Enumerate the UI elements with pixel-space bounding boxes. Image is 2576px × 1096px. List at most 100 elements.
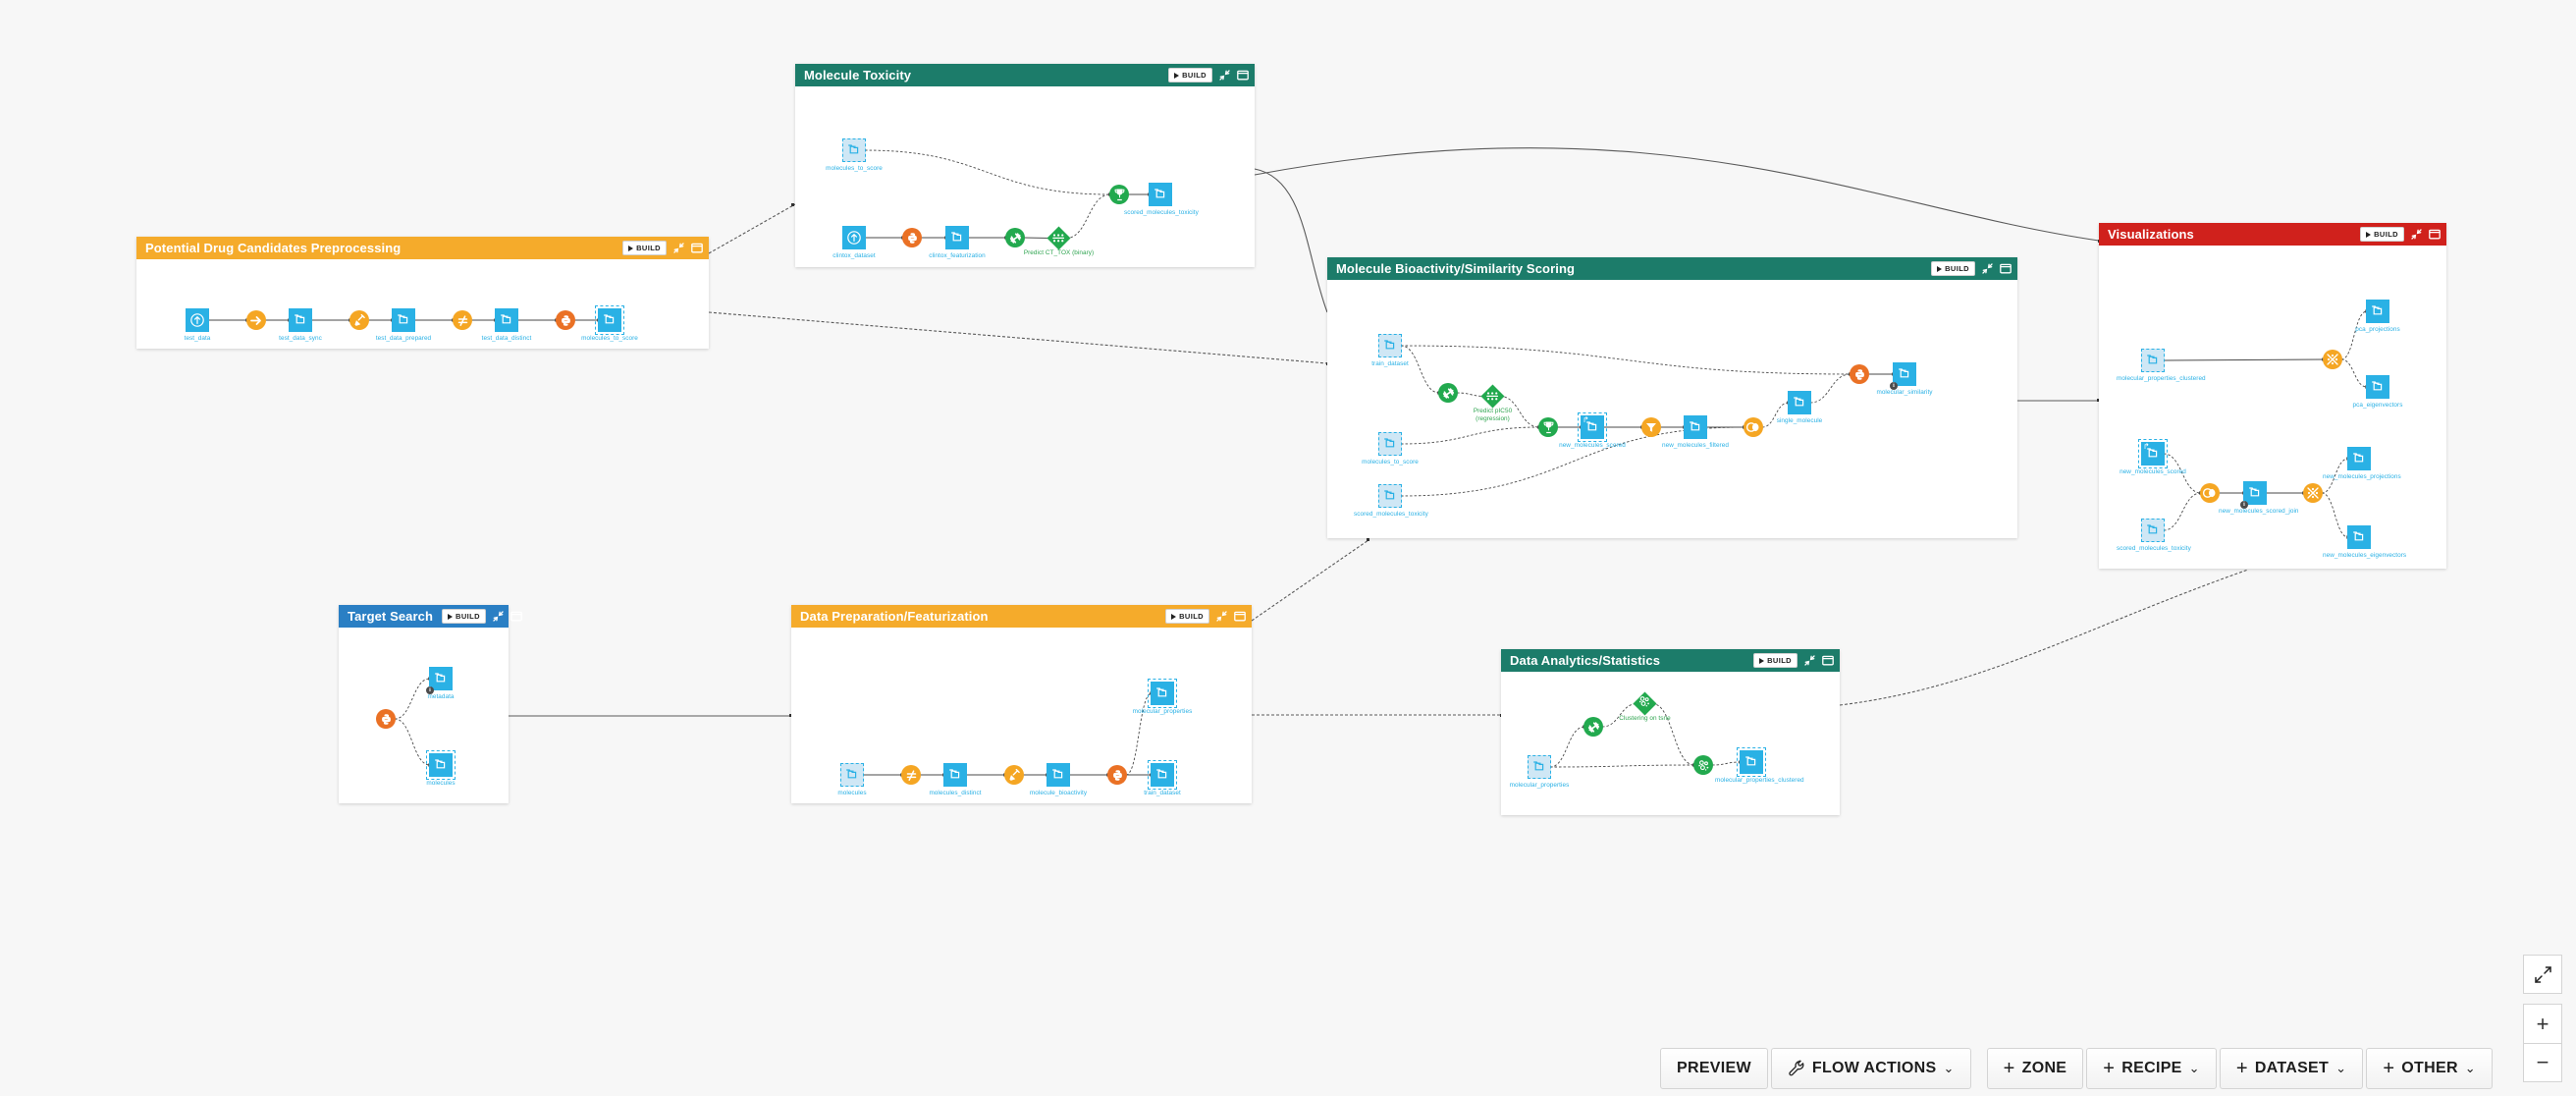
flow-node-recipe[interactable] xyxy=(1538,417,1558,437)
flow-node-dataset-scored_molecules_toxicity[interactable]: scored_molecules_toxicity xyxy=(1124,183,1199,216)
zone-build-button[interactable]: BUILD xyxy=(1165,609,1209,624)
flow-node-dataset-new_molecules_filtered[interactable]: new_molecules_filtered xyxy=(1662,415,1729,449)
zone-expand-button[interactable] xyxy=(510,611,522,622)
zone-collapse-button[interactable] xyxy=(2411,229,2422,240)
flow-node-model-Predict pIC50 (regression)[interactable]: Predict pIC50 (regression) xyxy=(1474,384,1512,422)
zone-expand-button[interactable] xyxy=(1237,70,1249,81)
zone-collapse-button[interactable] xyxy=(1804,655,1815,666)
flow-node-recipe[interactable] xyxy=(1109,185,1129,204)
flow-node-recipe[interactable] xyxy=(2303,483,2323,503)
flow-node-model-Clustering on tsne[interactable]: Clustering on tsne xyxy=(1619,691,1671,722)
flow-node-model-Predict CT_TOX (binary)[interactable]: Predict CT_TOX (binary) xyxy=(1024,226,1094,256)
flow-node-recipe[interactable] xyxy=(2323,350,2342,369)
flow-node-recipe[interactable] xyxy=(1583,717,1603,737)
flow-node-recipe[interactable] xyxy=(376,709,396,729)
flow-node-dataset-molecule_bioactivity[interactable]: molecule_bioactivity xyxy=(1030,763,1087,796)
toolbar-button-dataset[interactable]: +DATASET⌄ xyxy=(2219,1048,2364,1089)
flow-node-dataset-molecules_to_score[interactable]: molecules_to_score xyxy=(826,138,883,172)
flow-node-recipe[interactable] xyxy=(349,310,369,330)
info-badge-icon[interactable]: i xyxy=(1890,382,1898,390)
flow-node-dataset-test_data_prepared[interactable]: test_data_prepared xyxy=(376,308,431,342)
flow-node-dataset-molecules[interactable]: molecules xyxy=(426,750,456,787)
flow-node-dataset-molecular_properties[interactable]: molecular_properties xyxy=(1510,755,1569,789)
flow-node-dataset-train_dataset[interactable]: train_dataset xyxy=(1144,760,1181,796)
info-badge-icon[interactable]: i xyxy=(426,686,434,694)
flow-node-dataset-molecules_to_score[interactable]: molecules_to_score xyxy=(1362,432,1419,466)
flow-node-dataset-new_molecules_projections[interactable]: new_molecules_projections xyxy=(2323,447,2401,480)
zoom-out-button[interactable]: − xyxy=(2523,1043,2562,1082)
zone-potential-drug-candidates-preprocessing[interactable]: Potential Drug Candidates Preprocessing … xyxy=(136,237,709,349)
zone-collapse-button[interactable] xyxy=(1982,263,1993,274)
zone-molecule-bioactivity-similarity-scoring[interactable]: Molecule Bioactivity/Similarity Scoring … xyxy=(1327,257,2017,538)
flow-node-recipe[interactable] xyxy=(1850,364,1869,384)
flow-node-dataset-molecular_properties_clustered[interactable]: molecular_properties_clustered xyxy=(1715,747,1804,784)
flow-node-recipe[interactable] xyxy=(1005,228,1025,247)
flow-node-dataset-new_molecules_scored[interactable]: ↱new_molecules_scored xyxy=(2120,439,2186,475)
zoom-in-button[interactable]: + xyxy=(2523,1004,2562,1043)
flow-node-dataset-test_data[interactable]: test_data xyxy=(185,308,210,342)
flow-node-dataset-new_molecules_scored[interactable]: ↱new_molecules_scored xyxy=(1559,412,1626,449)
flow-node-dataset-single_molecule[interactable]: single_molecule xyxy=(1777,391,1822,424)
flow-node-recipe[interactable] xyxy=(1641,417,1661,437)
zone-header[interactable]: Visualizations BUILD xyxy=(2099,223,2446,246)
toolbar-button-flow-actions[interactable]: FLOW ACTIONS⌄ xyxy=(1770,1048,1971,1089)
flow-node-recipe[interactable] xyxy=(901,765,921,785)
zone-collapse-button[interactable] xyxy=(493,611,504,622)
zone-build-button[interactable]: BUILD xyxy=(1168,68,1212,82)
flow-node-recipe[interactable] xyxy=(1004,765,1024,785)
zone-expand-button[interactable] xyxy=(2429,229,2441,240)
view-controls[interactable]: + − xyxy=(2523,955,2562,1082)
zone-header[interactable]: Data Preparation/Featurization BUILD xyxy=(791,605,1252,628)
zone-molecule-toxicity[interactable]: Molecule Toxicity BUILD molecules_to_sco… xyxy=(795,64,1255,267)
toolbar-button-preview[interactable]: PREVIEW xyxy=(1660,1048,1768,1089)
zone-expand-button[interactable] xyxy=(691,243,703,253)
zone-build-button[interactable]: BUILD xyxy=(1753,653,1798,668)
toolbar-button-recipe[interactable]: +RECIPE⌄ xyxy=(2086,1048,2217,1089)
info-badge-icon[interactable]: i xyxy=(2240,501,2248,509)
flow-node-recipe[interactable] xyxy=(1693,755,1713,775)
flow-node-recipe[interactable] xyxy=(1438,383,1458,403)
zone-build-button[interactable]: BUILD xyxy=(2360,227,2404,242)
flow-node-dataset-pca_eigenvectors[interactable]: pca_eigenvectors xyxy=(2353,375,2402,409)
flow-node-recipe[interactable] xyxy=(902,228,922,247)
flow-node-recipe[interactable] xyxy=(1744,417,1763,437)
flow-node-dataset-scored_molecules_toxicity[interactable]: scored_molecules_toxicity xyxy=(2117,519,2191,552)
zone-header[interactable]: Molecule Bioactivity/Similarity Scoring … xyxy=(1327,257,2017,280)
zone-header[interactable]: Target Search BUILD xyxy=(339,605,522,628)
zone-build-button[interactable]: BUILD xyxy=(622,241,667,255)
flow-bottom-toolbar[interactable]: PREVIEW FLOW ACTIONS⌄+ZONE+RECIPE⌄+DATAS… xyxy=(0,1041,2576,1096)
zone-header[interactable]: Data Analytics/Statistics BUILD xyxy=(1501,649,1840,672)
flow-node-dataset-pca_projections[interactable]: pca_projections xyxy=(2355,300,2400,333)
flow-node-dataset-new_molecules_eigenvectors[interactable]: new_molecules_eigenvectors xyxy=(2323,525,2406,559)
fit-to-screen-button[interactable] xyxy=(2523,955,2562,994)
flow-node-dataset-clintox_dataset[interactable]: clintox_dataset xyxy=(832,226,876,259)
flow-node-dataset-scored_molecules_toxicity[interactable]: scored_molecules_toxicity xyxy=(1354,484,1428,518)
flow-node-dataset-molecules[interactable]: molecules xyxy=(837,763,867,796)
flow-node-recipe[interactable] xyxy=(246,310,266,330)
flow-node-recipe[interactable] xyxy=(1107,765,1127,785)
zone-expand-button[interactable] xyxy=(2000,263,2012,274)
flow-node-dataset-molecules_distinct[interactable]: molecules_distinct xyxy=(929,763,982,796)
flow-node-dataset-clintox_featurization[interactable]: clintox_featurization xyxy=(929,226,986,259)
flow-node-dataset-test_data_sync[interactable]: test_data_sync xyxy=(279,308,322,342)
zone-data-analytics-statistics[interactable]: Data Analytics/Statistics BUILD molecula… xyxy=(1501,649,1840,815)
zone-collapse-button[interactable] xyxy=(1219,70,1230,81)
zone-header[interactable]: Molecule Toxicity BUILD xyxy=(795,64,1255,86)
flow-node-dataset-molecular_properties_clustered[interactable]: molecular_properties_clustered xyxy=(2117,349,2206,382)
flow-node-dataset-test_data_distinct[interactable]: test_data_distinct xyxy=(482,308,531,342)
flow-node-recipe[interactable] xyxy=(2200,483,2220,503)
flow-node-dataset-train_dataset[interactable]: train_dataset xyxy=(1371,334,1409,367)
zone-build-button[interactable]: BUILD xyxy=(1931,261,1975,276)
zone-build-button[interactable]: BUILD xyxy=(442,609,486,624)
zone-collapse-button[interactable] xyxy=(1216,611,1227,622)
zone-header[interactable]: Potential Drug Candidates Preprocessing … xyxy=(136,237,709,259)
toolbar-button-other[interactable]: +OTHER⌄ xyxy=(2366,1048,2493,1089)
zone-expand-button[interactable] xyxy=(1234,611,1246,622)
flow-node-dataset-molecules_to_score[interactable]: molecules_to_score xyxy=(581,305,638,342)
zone-data-preparation-featurization[interactable]: Data Preparation/Featurization BUILD mol… xyxy=(791,605,1252,803)
